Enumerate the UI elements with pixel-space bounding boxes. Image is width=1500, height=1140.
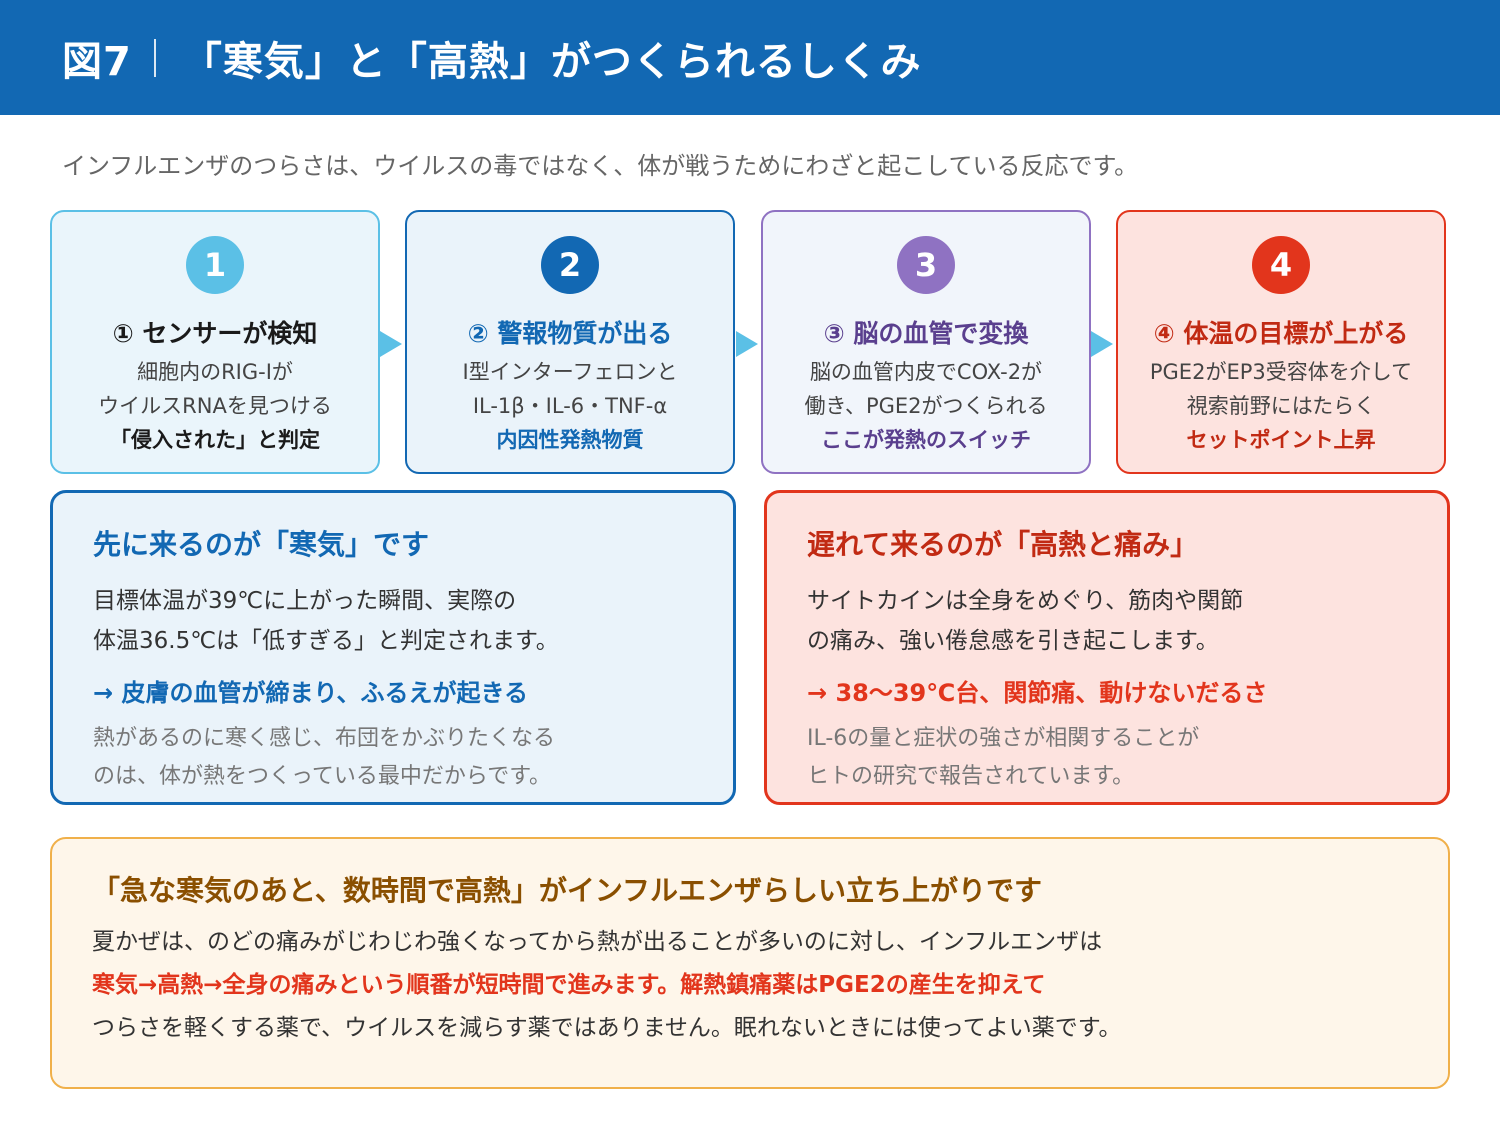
step-title: ④ 体温の目標が上がる [1153,319,1409,348]
step-text-line: I型インターフェロンと [462,360,678,384]
panel-body: サイトカインは全身をめぐり、筋肉や関節 の痛み、強い倦怠感を引き起こします。 [807,581,1407,661]
step-emphasis: 内因性発熱物質 [496,428,644,452]
step-number-badge: 1 [186,236,244,294]
step-title: ③ 脳の血管で変換 [823,319,1029,348]
panel-body-line: 体温36.5℃は「低すぎる」と判定されます。 [93,628,559,654]
figure-title: 図7 「寒気」と「高熱」がつくられるしくみ [62,29,921,87]
step-text-line: 働き、PGE2がつくられる [804,394,1048,418]
step-card-3: 3 ③ 脳の血管で変換 脳の血管内皮でCOX-2が 働き、PGE2がつくられる … [761,210,1091,474]
step-text-line: ウイルスRNAを見つける [98,394,332,418]
panel-title: 遅れて来るのが「高熱と痛み」 [807,528,1199,561]
step-card-2: 2 ② 警報物質が出る I型インターフェロンと IL-1β・IL-6・TNF-α… [405,210,735,474]
summary-line: 夏かぜは、のどの痛みがじわじわ強くなってから熱が出ることが多いのに対し、インフル… [92,929,1103,955]
panel-body-line: 目標体温が39℃に上がった瞬間、実際の [93,588,517,614]
step-number-badge: 3 [897,236,955,294]
lead-text: インフルエンザのつらさは、ウイルスの毒ではなく、体が戦うためにわざと起こしている… [62,152,1139,180]
step-text-line: PGE2がEP3受容体を介して [1149,360,1413,384]
step-title: ① センサーが検知 [112,319,318,348]
arrow-right-icon [380,331,402,357]
figure-title-text: 「寒気」と「高熱」がつくられるしくみ [181,38,922,85]
panel-note-line: IL-6の量と症状の強さが相関することが [807,726,1200,751]
panel-note-line: ヒトの研究で報告されています。 [807,764,1135,789]
panel-result: → 38〜39℃台、関節痛、動けないだるさ [807,679,1268,707]
step-text-line: IL-1β・IL-6・TNF-α [472,394,668,418]
step-number-badge: 2 [541,236,599,294]
summary-title: 「急な寒気のあと、数時間で高熱」がインフルエンザらしい立ち上がりです [92,874,1043,907]
arrow-right-icon [736,331,758,357]
summary-highlight-line: 寒気→高熱→全身の痛みという順番が短時間で進みます。解熱鎮痛薬はPGE2の産生を… [92,972,1046,998]
panel-result: → 皮膚の血管が締まり、ふるえが起きる [93,679,529,707]
step-text-line: 脳の血管内皮でCOX-2が [809,360,1043,384]
chill-panel: 先に来るのが「寒気」です 目標体温が39℃に上がった瞬間、実際の 体温36.5℃… [50,490,736,805]
step-emphasis: ここが発熱のスイッチ [821,428,1031,452]
panel-body-line: サイトカインは全身をめぐり、筋肉や関節 [807,588,1244,614]
step-title: ② 警報物質が出る [467,319,673,348]
step-emphasis: 「侵入された」と判定 [110,428,320,452]
arrow-right-icon [1091,331,1113,357]
step-card-1: 1 ① センサーが検知 細胞内のRIG-Iが ウイルスRNAを見つける 「侵入さ… [50,210,380,474]
summary-box: 「急な寒気のあと、数時間で高熱」がインフルエンザらしい立ち上がりです 夏かぜは、… [50,837,1450,1089]
panel-body-line: の痛み、強い倦怠感を引き起こします。 [807,628,1219,654]
panel-note: 熱があるのに寒く感じ、布団をかぶりたくなる のは、体が熱をつくっている最中だから… [93,720,693,796]
step-number-badge: 4 [1252,236,1310,294]
fever-panel: 遅れて来るのが「高熱と痛み」 サイトカインは全身をめぐり、筋肉や関節 の痛み、強… [764,490,1450,805]
figure-header: 図7 「寒気」と「高熱」がつくられるしくみ [0,0,1500,115]
step-text-line: 視索前野にはたらく [1186,394,1376,418]
step-text-line: 細胞内のRIG-Iが [137,360,293,384]
panel-note: IL-6の量と症状の強さが相関することが ヒトの研究で報告されています。 [807,720,1407,796]
step-card-4: 4 ④ 体温の目標が上がる PGE2がEP3受容体を介して 視索前野にはたらく … [1116,210,1446,474]
title-divider [153,38,156,77]
panel-title: 先に来るのが「寒気」です [93,528,430,561]
figure-label: 図7 [62,38,132,85]
step-emphasis: セットポイント上昇 [1186,428,1376,452]
summary-line: つらさを軽くする薬で、ウイルスを減らす薬ではありません。眠れないときには使ってよ… [92,1015,1122,1041]
panel-note-line: 熱があるのに寒く感じ、布団をかぶりたくなる [93,726,556,751]
panel-body: 目標体温が39℃に上がった瞬間、実際の 体温36.5℃は「低すぎる」と判定されま… [93,581,693,661]
panel-note-line: のは、体が熱をつくっている最中だからです。 [93,764,552,789]
